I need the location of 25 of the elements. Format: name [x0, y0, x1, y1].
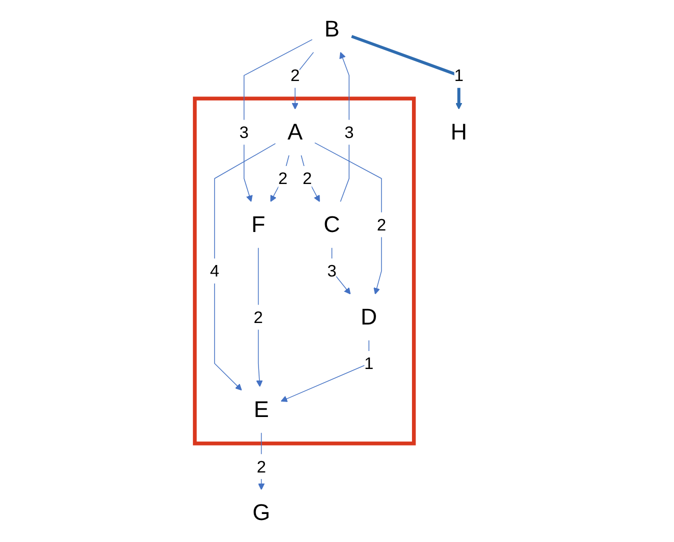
node-text: A [288, 120, 303, 145]
node-text: F [251, 212, 266, 238]
edge-label: 1 [364, 354, 374, 373]
arrow [300, 155, 320, 202]
node-text: H [450, 120, 468, 145]
edge-label: 1 [454, 66, 464, 85]
edge-label: 3 [239, 122, 249, 142]
edge-label: 2 [256, 457, 266, 476]
cluster [192, 96, 416, 446]
edge-label: 4 [210, 262, 220, 280]
arrow [214, 143, 276, 390]
edge-label: 3 [344, 122, 354, 142]
node-text: D [360, 304, 378, 330]
arrow [351, 34, 462, 110]
edge-label: 2 [290, 66, 300, 85]
node-text: B [324, 16, 340, 42]
edge-label: 2 [302, 169, 312, 188]
edge-label: 2 [254, 308, 263, 327]
edge-label: 3 [327, 262, 336, 280]
node-text: G [252, 500, 270, 526]
node-text: E [254, 397, 269, 422]
node-text: C [324, 212, 340, 238]
arrow [270, 155, 290, 202]
edge-label: 2 [278, 169, 288, 188]
edge-label: 2 [376, 215, 386, 234]
